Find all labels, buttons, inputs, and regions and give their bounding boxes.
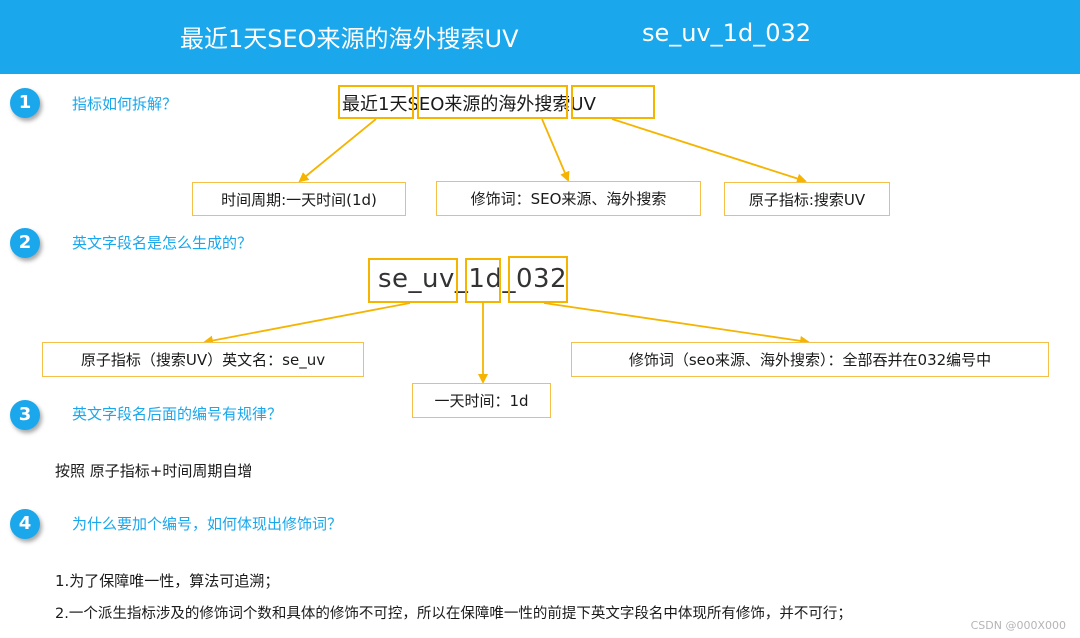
arrow-atomic-metric [611,118,807,184]
header-banner: 最近1天SEO来源的海外搜索UV se_uv_1d_032 [0,0,1080,74]
section-4-badge: 4 [10,509,40,539]
section-3-badge: 3 [10,400,40,430]
highlight-modifier [417,85,568,119]
page-title: 最近1天SEO来源的海外搜索UV [180,25,519,53]
section-2-question: 英文字段名是怎么生成的？ [72,234,253,252]
section-3-question: 英文字段名后面的编号有规律？ [72,405,283,423]
arrow-modifier [541,118,570,182]
arrow-field-atomic [203,302,411,346]
breakdown-modifier-box: 修饰词：SEO来源、海外搜索 [436,181,701,216]
highlight-atomic [571,85,655,119]
rule-text: 按照 原子指标+时间周期自增 [55,462,253,480]
breakdown-phrase: 最近1天SEO来源的海外搜索UV [342,94,596,115]
reason-2: 2.一个派生指标涉及的修饰词个数和具体的修饰不可控，所以在保障唯一性的前提下英文… [55,606,852,622]
section-2-badge: 2 [10,228,40,258]
field-time-box: 一天时间：1d [412,383,551,418]
arrow-time-period [298,118,377,183]
highlight-time [338,85,414,119]
arrow-field-modifier [543,302,810,346]
watermark: CSDN @000X000 [970,619,1066,632]
reason-1: 1.为了保障唯一性，算法可追溯； [55,572,280,590]
breakdown-atomic-box: 原子指标:搜索UV [724,182,890,216]
highlight-se-uv [368,258,458,303]
field-name-phrase: se_uv_1d_032 [378,264,568,294]
section-1-badge: 1 [10,88,40,118]
breakdown-time-period-box: 时间周期:一天时间(1d) [192,182,406,216]
highlight-032 [508,256,568,303]
field-modifier-box: 修饰词（seo来源、海外搜索）：全部吞并在032编号中 [571,342,1049,377]
highlight-1d [465,258,501,303]
field-atomic-box: 原子指标（搜索UV）英文名：se_uv [42,342,364,377]
section-4-question: 为什么要加个编号，如何体现出修饰词？ [72,515,343,533]
section-1-question: 指标如何拆解？ [72,95,178,113]
page-code: se_uv_1d_032 [642,19,811,47]
